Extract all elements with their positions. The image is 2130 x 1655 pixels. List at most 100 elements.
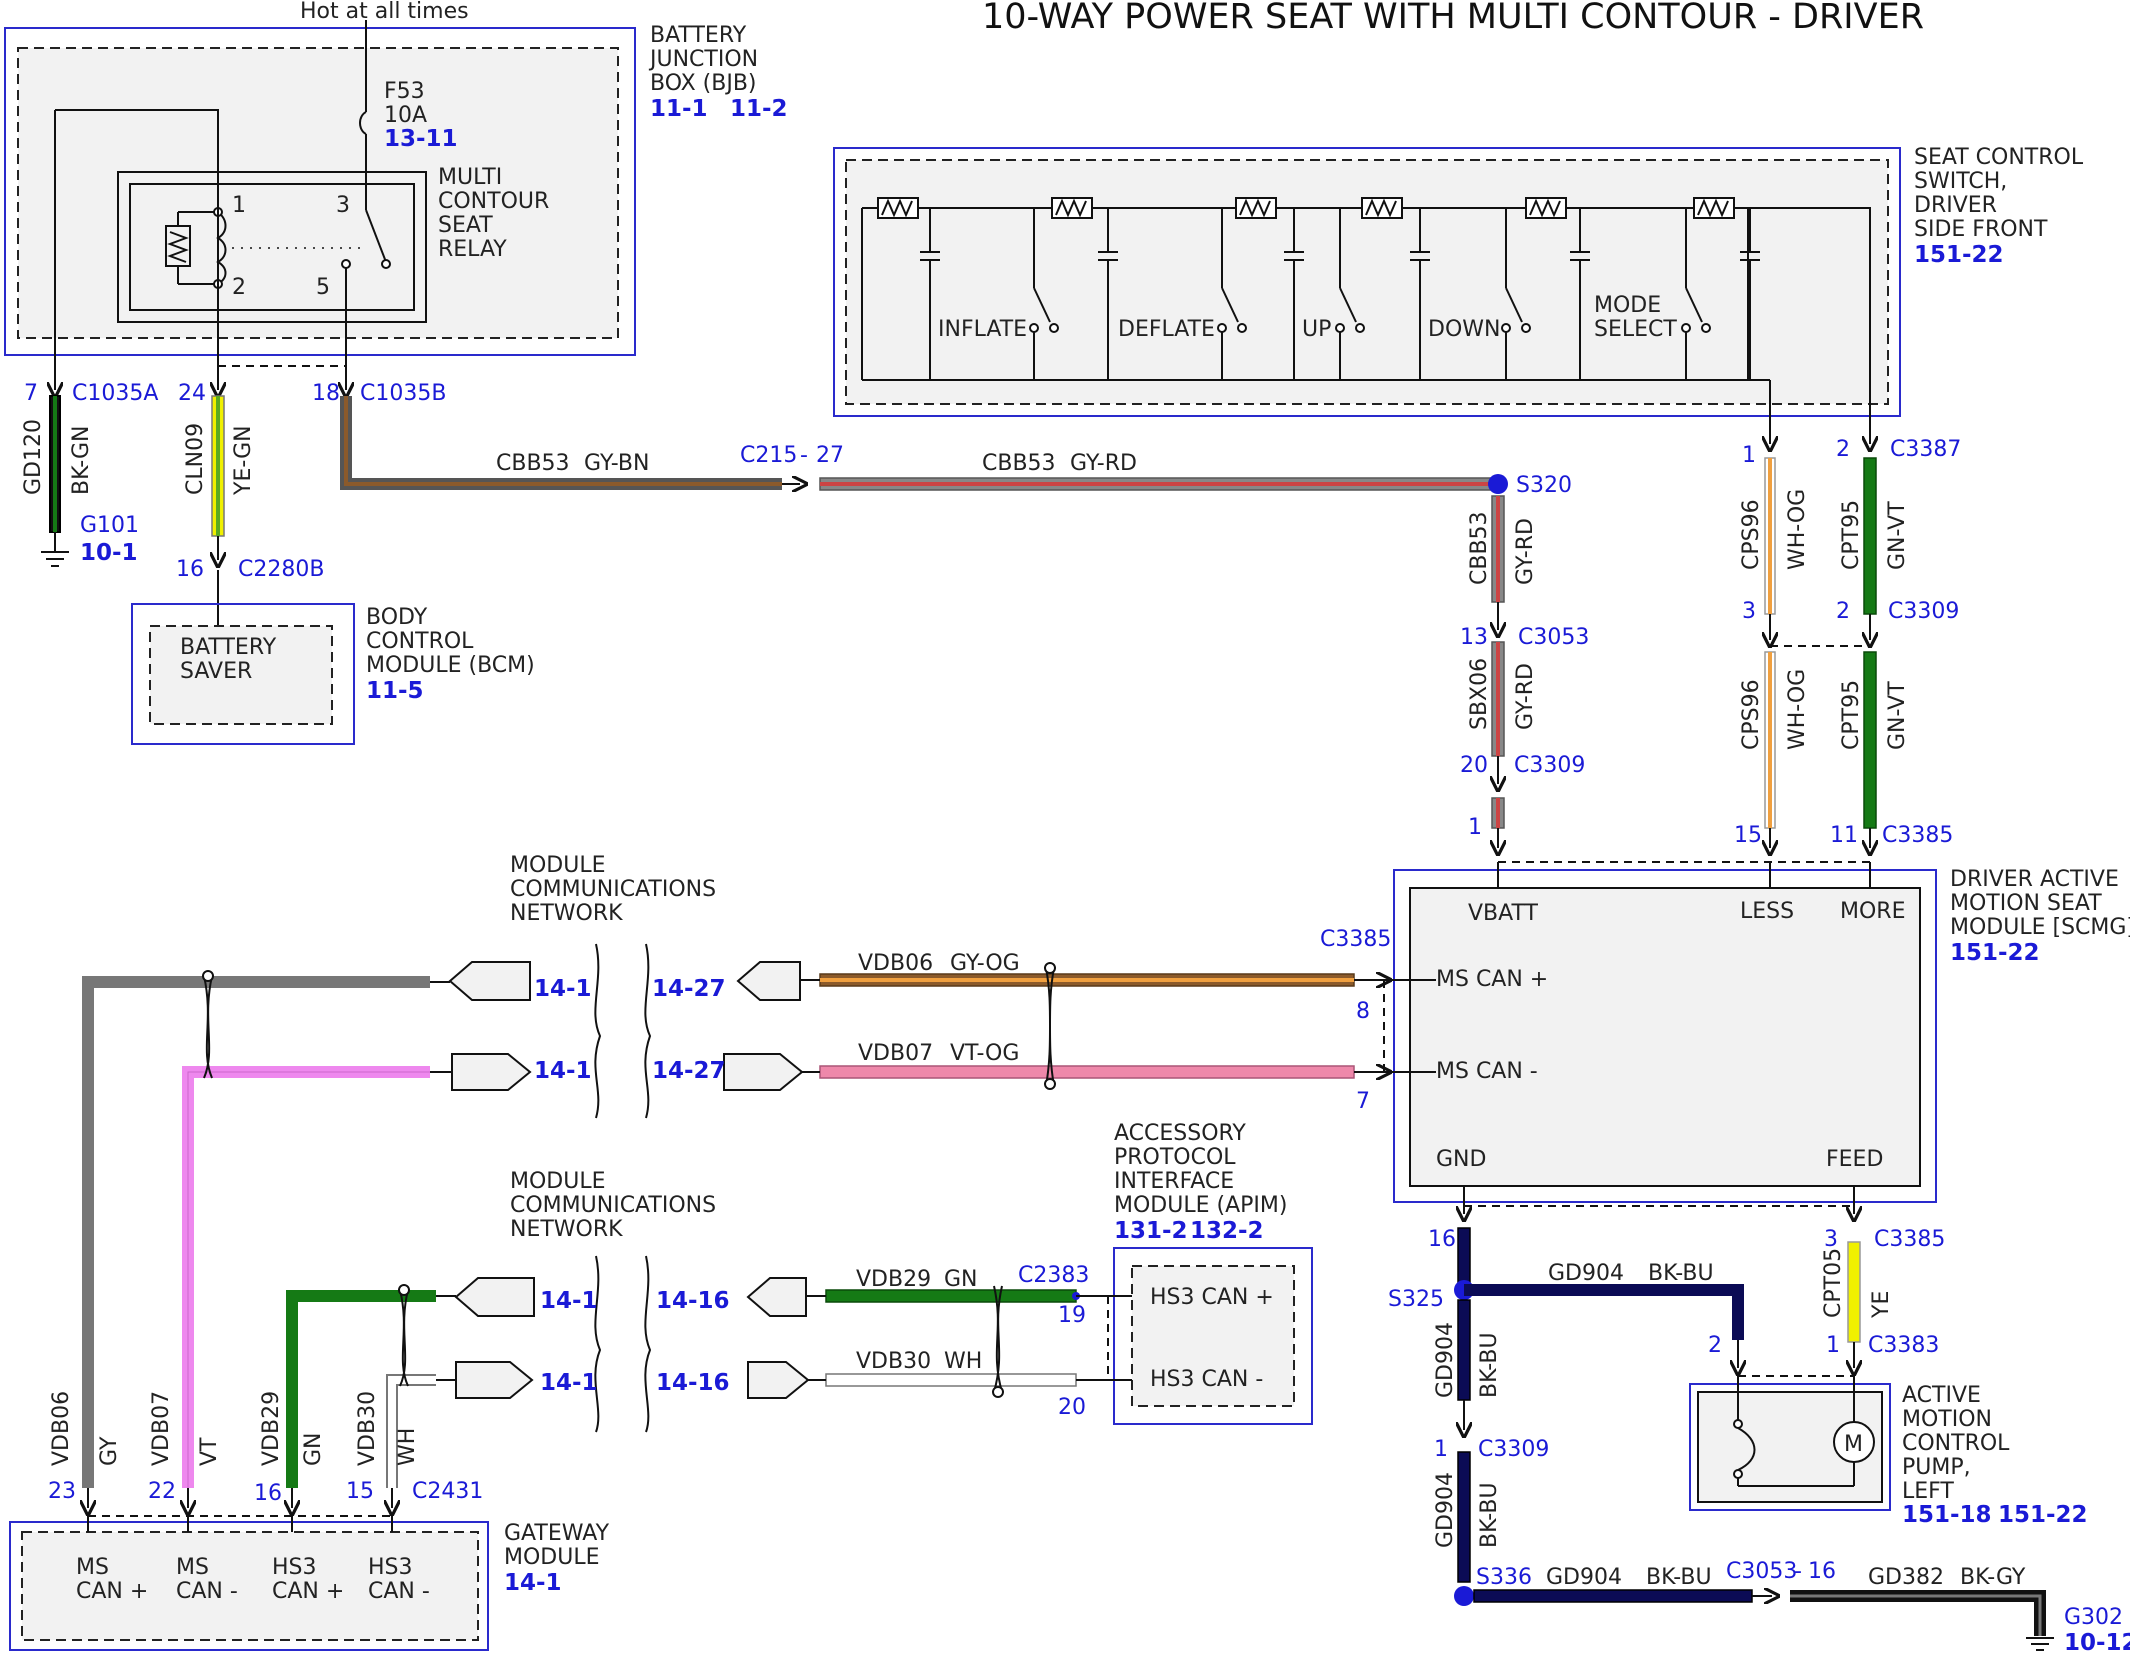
vdb06-v-color: GY	[97, 1436, 122, 1466]
wire-gd904-horizontal	[1464, 1284, 1744, 1340]
vdb07-v-color: VT	[197, 1437, 222, 1466]
cps96-bot-circuit: CPS96	[1739, 679, 1764, 750]
g101-name: G101	[80, 513, 139, 538]
diagram-title: 10-WAY POWER SEAT WITH MULTI CONTOUR - D…	[982, 0, 1924, 37]
switch-name-line-1: SEAT CONTROL	[1914, 145, 2084, 170]
active-motion-control-pump: M ACTIVE MOTION CONTROL PUMP, LEFT 151-1…	[1689, 1376, 2088, 1528]
vdb07-color: VT-OG	[950, 1041, 1019, 1066]
cps96-top-circuit: CPS96	[1739, 499, 1764, 570]
switch-down: DOWN	[1428, 317, 1500, 342]
cpt95-bot-circuit: CPT95	[1839, 680, 1864, 750]
c2280b-name: C2280B	[238, 557, 324, 582]
switch-deflate: DEFLATE	[1118, 317, 1215, 342]
wire-gd904-v0	[1457, 1227, 1471, 1289]
mcn2-line-1: MODULE	[510, 1169, 606, 1194]
c1035a-name: C1035A	[72, 381, 158, 406]
driver-active-motion-seat-module: VBATT LESS MORE MS CAN + MS CAN - GND FE…	[1393, 862, 2130, 1203]
wire-gd382	[1790, 1590, 2046, 1636]
mcn1-line-2: COMMUNICATIONS	[510, 877, 716, 902]
sbx06-color: GY-RD	[1513, 663, 1538, 730]
resistor-icon	[877, 197, 1735, 219]
twisted-pair-icon	[1044, 962, 1056, 1090]
mcn2-line-3: NETWORK	[510, 1217, 623, 1242]
s320-name: S320	[1516, 473, 1572, 498]
switch-up: UP	[1302, 317, 1331, 342]
relay-name-line-2: CONTOUR	[438, 189, 549, 214]
page-break-icon	[594, 1255, 652, 1433]
damsm-name-line-3: MODULE [SCMG]	[1950, 915, 2130, 940]
c3387-name: C3387	[1890, 437, 1961, 462]
fuse-id: F53	[384, 79, 425, 104]
s325-name: S325	[1388, 1287, 1444, 1312]
cbb53-right-color: GY-RD	[1070, 451, 1137, 476]
cpt95-top-color: GN-VT	[1885, 501, 1910, 570]
c3053b-sep: -	[1794, 1559, 1802, 1584]
gd382-circuit: GD382	[1868, 1565, 1944, 1590]
mcn1-ref-14-27-b: 14-27	[652, 1058, 726, 1084]
splice-s320	[1488, 474, 1508, 494]
pump-pin-1: 1	[1826, 1333, 1840, 1358]
vdb07-circuit: VDB07	[858, 1041, 933, 1066]
gw-ms-can-plus-1: MS	[76, 1555, 109, 1580]
ms-can-plus-pin: 8	[1356, 999, 1370, 1024]
twisted-pair-icon	[202, 970, 214, 1079]
gnd-pin-16: 16	[1428, 1227, 1456, 1252]
bcm-battery-saver-line-1: BATTERY	[180, 635, 277, 660]
body-control-module: BATTERY SAVER BODY CONTROL MODULE (BCM) …	[131, 603, 535, 745]
gateway-module: MS CAN + MS CAN - HS3 CAN + HS3 CAN - GA…	[9, 1516, 610, 1651]
fuse-icon	[359, 111, 367, 135]
gd904-v1-color: BK-BU	[1477, 1332, 1502, 1398]
cbb53-vert-circuit: CBB53	[1467, 511, 1492, 585]
relay-name-line-3: SEAT	[438, 213, 493, 238]
vdb29-color: GN	[944, 1267, 978, 1292]
gw-hs3-can-minus-1: HS3	[368, 1555, 413, 1580]
c3053b-name: C3053	[1726, 1559, 1797, 1584]
bcm-name-line-2: CONTROL	[366, 629, 474, 654]
apim-ref-1: 131-2	[1114, 1218, 1188, 1244]
c3053-name: C3053	[1518, 625, 1589, 650]
damsm-name-line-1: DRIVER ACTIVE	[1950, 867, 2119, 892]
relay-pin-2: 2	[232, 275, 246, 300]
vdb30-color: WH	[944, 1349, 982, 1374]
relay-pin-5: 5	[316, 275, 330, 300]
c3309-name-2: C3309	[1888, 599, 1959, 624]
gw-ms-can-minus-1: MS	[176, 1555, 209, 1580]
wire-cpt95-top	[1863, 457, 1877, 615]
gw-hs3-can-minus-2: CAN -	[368, 1579, 430, 1604]
vdb30-v-color: WH	[395, 1428, 420, 1466]
c215-name: C215	[740, 443, 797, 468]
relay-pin-1: 1	[232, 193, 246, 218]
c3309-name: C3309	[1514, 753, 1585, 778]
c1035a-pin: 7	[24, 381, 38, 406]
c2383-name: C2383	[1018, 1263, 1089, 1288]
gd904-bot-circuit: GD904	[1546, 1565, 1622, 1590]
page-connector-icon	[454, 1277, 535, 1399]
capacitor-icon	[920, 208, 1760, 380]
gd904-bot-color: BK-BU	[1646, 1565, 1712, 1590]
sbx06-circuit: SBX06	[1467, 658, 1492, 730]
cpt05-color: YE	[1869, 1291, 1894, 1319]
switch-mode: MODE	[1594, 293, 1661, 318]
relay-coil-icon	[165, 211, 360, 285]
feed-pin-3: 3	[1824, 1227, 1838, 1252]
gw-hs3-can-plus-1: HS3	[272, 1555, 317, 1580]
ground-icon	[2026, 1637, 2054, 1651]
switch-inflate: INFLATE	[938, 317, 1027, 342]
bjb-name-line-3: BOX (BJB)	[650, 71, 757, 96]
gd382-color: BK-GY	[1960, 1565, 2026, 1590]
cpt95-pin-2: 2	[1836, 599, 1850, 624]
gd904-h-circuit: GD904	[1548, 1261, 1624, 1286]
bjb-ref-1: 11-1	[650, 96, 708, 122]
damsm-vbatt: VBATT	[1468, 901, 1539, 926]
mcn1-line-3: NETWORK	[510, 901, 623, 926]
pressure-switch-icon	[1733, 1419, 1854, 1487]
apim-hs3-can-minus: HS3 CAN -	[1150, 1367, 1263, 1392]
wire-vdb29-gn-vertical	[286, 1290, 436, 1488]
c215-sep: -	[800, 443, 808, 468]
gd904-v2-circuit: GD904	[1433, 1472, 1458, 1548]
battery-junction-box: BATTERY JUNCTION BOX (BJB) 11-1 11-2 F53…	[4, 20, 788, 370]
cbb53-vert-color: GY-RD	[1513, 518, 1538, 585]
bcm-name-line-3: MODULE (BCM)	[366, 653, 535, 678]
apim-name-line-4: MODULE (APIM)	[1114, 1193, 1287, 1218]
